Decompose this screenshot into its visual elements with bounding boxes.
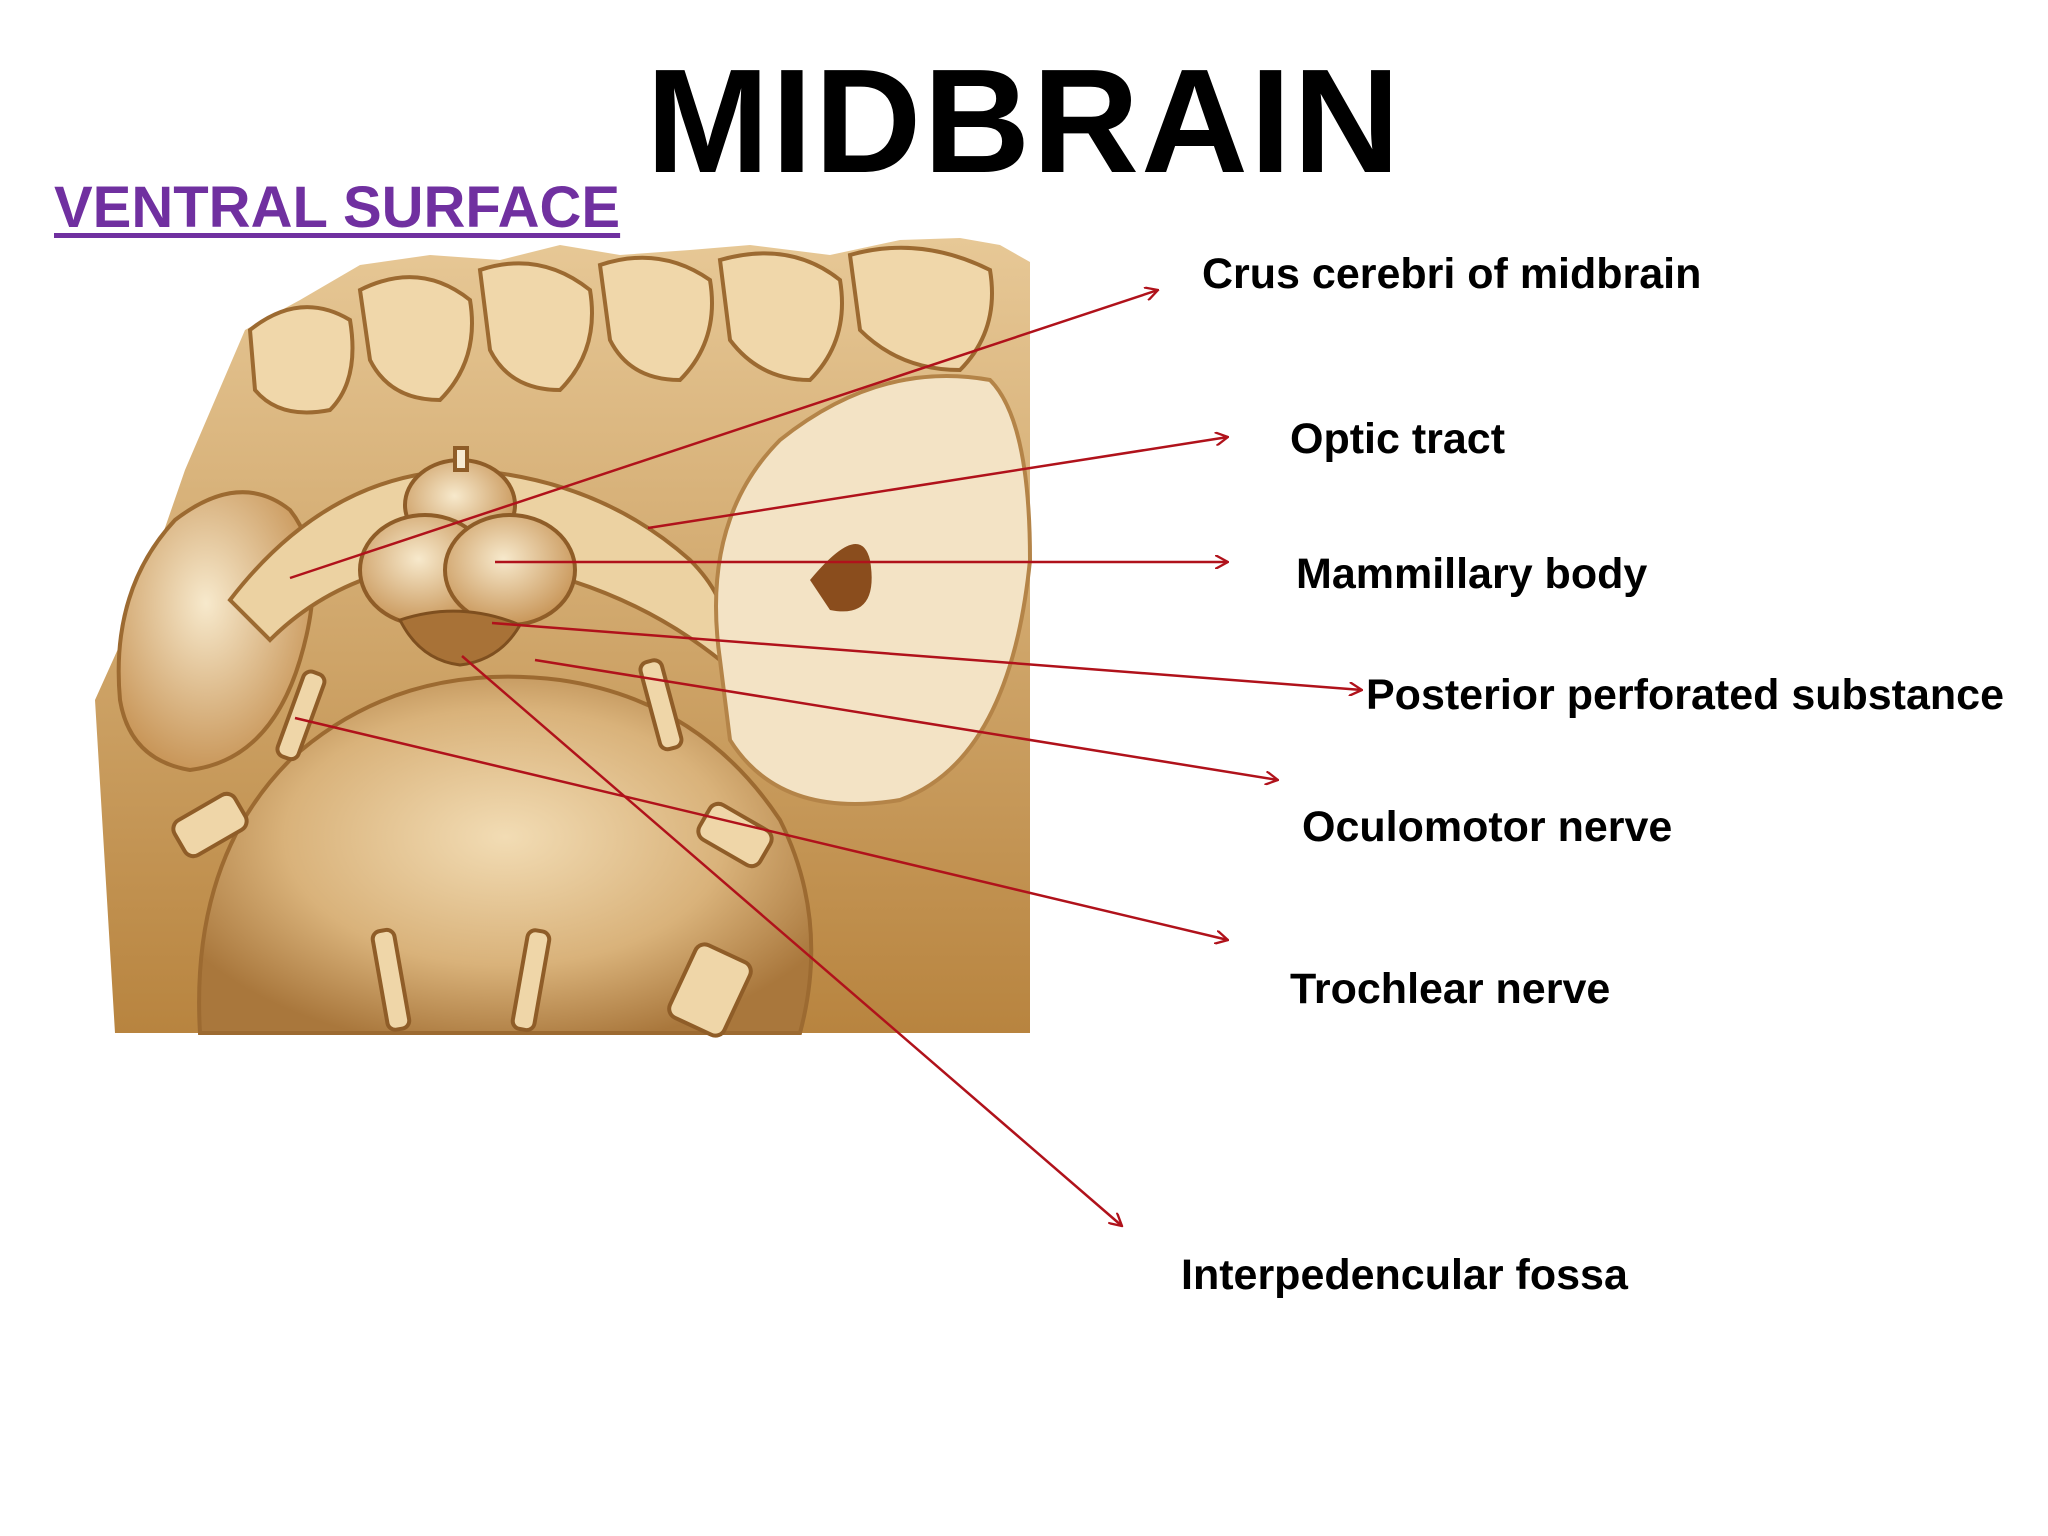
slide-title: MIDBRAIN [646, 39, 1402, 204]
label-mammillary-body: Mammillary body [1296, 550, 1648, 598]
label-interpeduncular-fossa: Interpedencular fossa [1181, 1251, 1628, 1299]
pointer-oculomotor [534, 658, 1278, 780]
label-optic-tract: Optic tract [1290, 415, 1506, 463]
leader-lines [289, 290, 1362, 1226]
slide-subtitle: VENTRAL SURFACE [54, 175, 621, 240]
pointer-trochlear [294, 716, 1228, 940]
cerebellum-section [714, 374, 1033, 806]
pointer-posterior [491, 621, 1362, 690]
cerebral-gyri [247, 245, 994, 415]
pons [197, 674, 814, 1035]
label-oculomotor-nerve: Oculomotor nerve [1302, 803, 1673, 851]
label-trochlear-nerve: Trochlear nerve [1290, 965, 1611, 1013]
pointer-crus [289, 290, 1158, 580]
anatomy-illustration [95, 238, 1033, 1038]
pointer-optic [647, 437, 1228, 530]
perforated-substance [397, 609, 523, 667]
pointer-fossa [461, 655, 1122, 1226]
mammillary-bodies [358, 446, 577, 627]
label-posterior-perforated-substance: Posterior perforated substance [1366, 671, 2005, 719]
label-crus-cerebri: Crus cerebri of midbrain [1202, 250, 1702, 298]
nerve-stumps [171, 658, 774, 1038]
